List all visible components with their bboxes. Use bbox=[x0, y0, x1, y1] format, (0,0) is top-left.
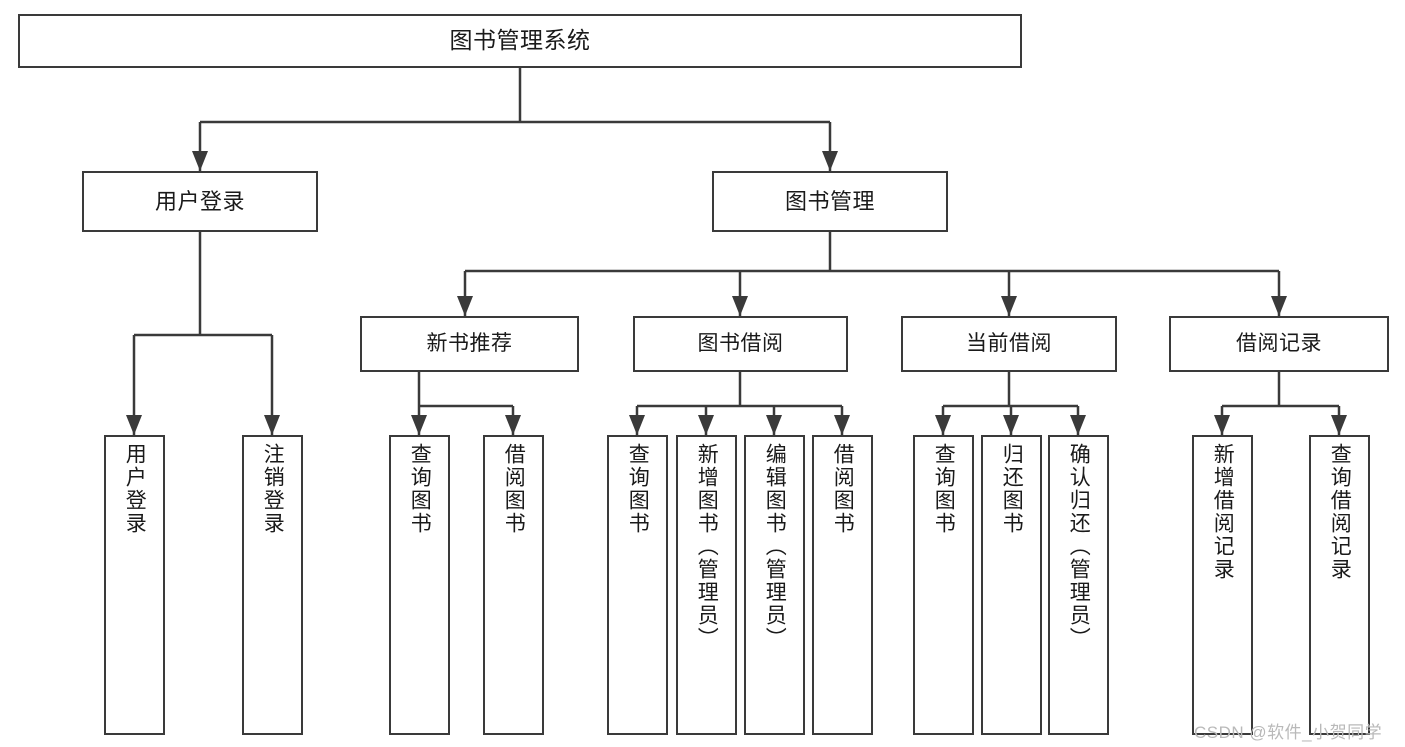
level2-node-0-label: 新书推荐 bbox=[426, 331, 513, 355]
leaf-node-7-label: 借阅图书 bbox=[831, 443, 855, 535]
level2-node-1-label: 图书借阅 bbox=[697, 331, 784, 355]
leaf-node-5[interactable]: 新增图书（管理员） bbox=[676, 435, 737, 735]
level2-node-3-label: 借阅记录 bbox=[1236, 331, 1322, 355]
leaf-node-10-label: 确认归还（管理员） bbox=[1067, 443, 1091, 650]
level1-node-1-label: 图书管理 bbox=[784, 188, 875, 214]
leaf-node-0[interactable]: 用户登录 bbox=[104, 435, 165, 735]
leaf-node-12-label: 查询借阅记录 bbox=[1328, 443, 1352, 581]
level1-node-0[interactable]: 用户登录 bbox=[82, 171, 318, 232]
arrowhead-branch-1-3 bbox=[834, 415, 850, 435]
root-node-0[interactable]: 图书管理系统 bbox=[18, 14, 1022, 68]
leaf-node-11-label: 新增借阅记录 bbox=[1211, 443, 1235, 581]
level1-node-0-label: 用户登录 bbox=[154, 188, 245, 214]
leaf-node-3-label: 借阅图书 bbox=[502, 443, 526, 535]
arrowhead-manage-2 bbox=[1001, 296, 1017, 316]
arrowhead-branch-3-0 bbox=[1214, 415, 1230, 435]
level2-node-1[interactable]: 图书借阅 bbox=[633, 316, 848, 372]
arrowhead-branch-0-1 bbox=[505, 415, 521, 435]
arrowhead-root-0 bbox=[192, 151, 208, 171]
leaf-node-11[interactable]: 新增借阅记录 bbox=[1192, 435, 1253, 735]
leaf-node-1[interactable]: 注销登录 bbox=[242, 435, 303, 735]
arrowhead-branch-1-1 bbox=[698, 415, 714, 435]
leaf-node-0-label: 用户登录 bbox=[123, 443, 147, 535]
arrowhead-branch-2-0 bbox=[935, 415, 951, 435]
leaf-node-3[interactable]: 借阅图书 bbox=[483, 435, 544, 735]
level2-node-0[interactable]: 新书推荐 bbox=[360, 316, 579, 372]
arrowhead-branch-2-1 bbox=[1003, 415, 1019, 435]
leaf-node-8-label: 查询图书 bbox=[932, 443, 956, 535]
leaf-node-1-label: 注销登录 bbox=[261, 443, 285, 535]
level2-node-2[interactable]: 当前借阅 bbox=[901, 316, 1117, 372]
arrowhead-branch-1-2 bbox=[766, 415, 782, 435]
root-node-0-label: 图书管理系统 bbox=[449, 27, 591, 54]
leaf-node-12[interactable]: 查询借阅记录 bbox=[1309, 435, 1370, 735]
leaf-node-9-label: 归还图书 bbox=[1000, 443, 1024, 535]
leaf-node-6[interactable]: 编辑图书（管理员） bbox=[744, 435, 805, 735]
leaf-node-4[interactable]: 查询图书 bbox=[607, 435, 668, 735]
leaf-node-6-label: 编辑图书（管理员） bbox=[763, 443, 787, 650]
leaf-node-2[interactable]: 查询图书 bbox=[389, 435, 450, 735]
arrowhead-branch-2-2 bbox=[1070, 415, 1086, 435]
leaf-node-9[interactable]: 归还图书 bbox=[981, 435, 1042, 735]
leaf-node-8[interactable]: 查询图书 bbox=[913, 435, 974, 735]
arrowhead-branch-3-1 bbox=[1331, 415, 1347, 435]
arrowhead-branch-1-0 bbox=[629, 415, 645, 435]
arrowhead-login-0 bbox=[126, 415, 142, 435]
watermark: CSDN @软件_小贺同学 bbox=[1194, 723, 1383, 742]
arrowhead-manage-3 bbox=[1271, 296, 1287, 316]
arrowhead-root-1 bbox=[822, 151, 838, 171]
level1-node-1[interactable]: 图书管理 bbox=[712, 171, 948, 232]
arrowhead-manage-0 bbox=[457, 296, 473, 316]
leaf-node-2-label: 查询图书 bbox=[408, 443, 432, 535]
level2-node-3[interactable]: 借阅记录 bbox=[1169, 316, 1389, 372]
arrowhead-manage-1 bbox=[732, 296, 748, 316]
leaf-node-10[interactable]: 确认归还（管理员） bbox=[1048, 435, 1109, 735]
arrowhead-branch-0-0 bbox=[411, 415, 427, 435]
arrowhead-login-1 bbox=[264, 415, 280, 435]
leaf-node-4-label: 查询图书 bbox=[626, 443, 650, 535]
leaf-node-7[interactable]: 借阅图书 bbox=[812, 435, 873, 735]
level2-node-2-label: 当前借阅 bbox=[966, 331, 1052, 355]
leaf-node-5-label: 新增图书（管理员） bbox=[695, 443, 719, 650]
